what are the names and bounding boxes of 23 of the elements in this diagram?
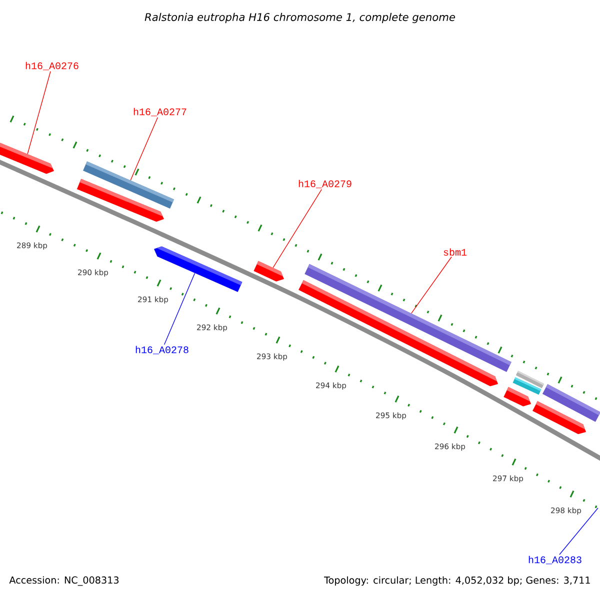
leader-line <box>27 71 51 154</box>
leader-line <box>559 508 598 555</box>
gene-label: h16_A0278 <box>136 346 188 354</box>
gene-block <box>542 384 600 422</box>
gene-label: sbm1 <box>444 248 467 256</box>
leader-line <box>272 189 322 268</box>
gene-block <box>83 161 174 209</box>
gene-label: h16_A0283 <box>528 556 582 564</box>
chart-title: Ralstonia eutropha H16 chromosome 1, complete genome <box>144 12 456 24</box>
gene-block <box>0 142 54 174</box>
gene-block <box>504 387 531 406</box>
gene-label: h16_A0276 <box>26 62 78 70</box>
gene-block <box>304 264 512 372</box>
gene-block <box>154 246 242 292</box>
gene-block <box>516 370 544 388</box>
leader-line <box>130 117 158 181</box>
gene-block <box>254 261 284 282</box>
gene-label: h16_A0277 <box>134 108 186 116</box>
leader-line <box>411 256 452 314</box>
genome-summary-text: Topology: circular; Length: 4,052,032 bp; Genes: 3,711 <box>324 576 590 586</box>
gene-label: h16_A0279 <box>298 180 352 188</box>
leader-line <box>164 272 196 345</box>
accession-text: Accession: NC_008313 <box>9 576 119 586</box>
